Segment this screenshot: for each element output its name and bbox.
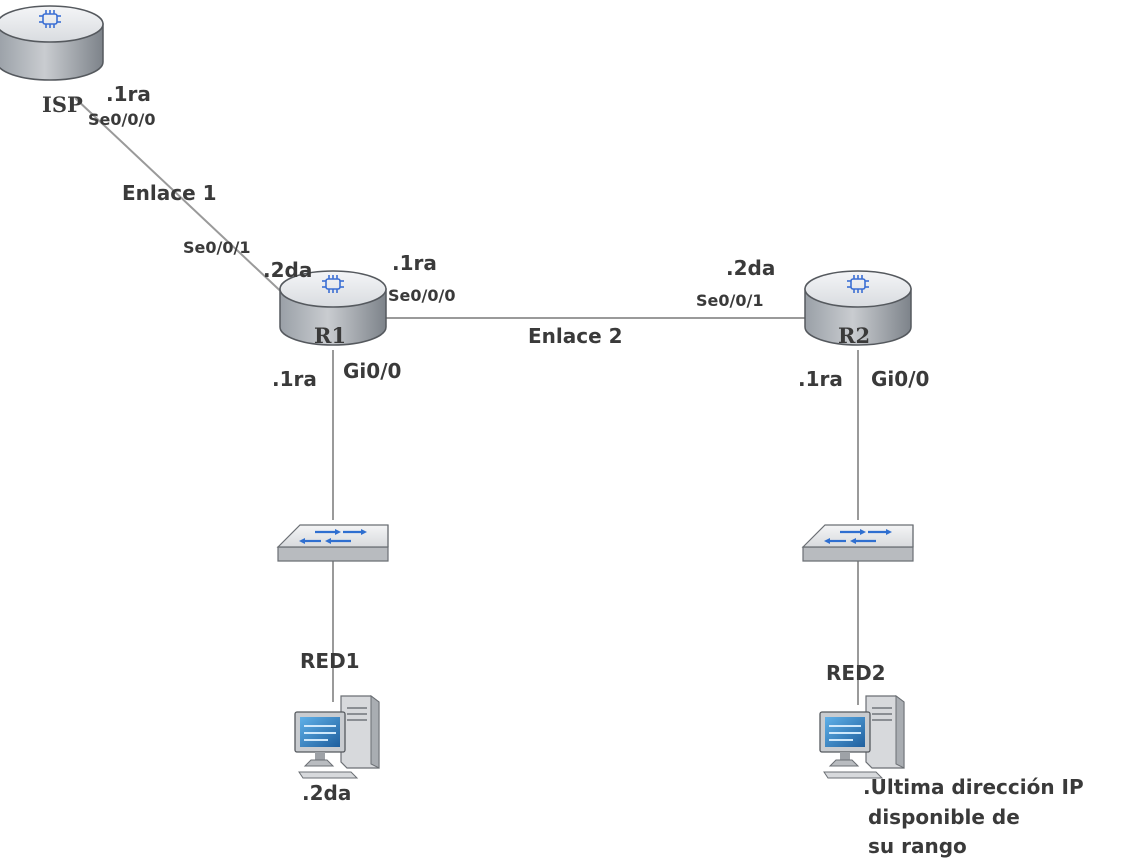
pc1-address-label: .2da: [302, 781, 351, 805]
r1-gi-interface-label: Gi0/0: [343, 359, 401, 383]
isp-address-label: .1ra: [106, 82, 151, 106]
r1-serial-interface-label: Se0/0/1: [183, 238, 250, 257]
r2-enlace2-address-label: .2da: [726, 256, 775, 280]
isp-label: ISP: [42, 92, 83, 117]
r2-label: R2: [838, 323, 870, 348]
r1-gi-address-label: .1ra: [272, 367, 317, 391]
r2-enlace2-interface-label: Se0/0/1: [696, 291, 763, 310]
r2-gi-interface-label: Gi0/0: [871, 367, 929, 391]
r1-serial-address-label: .2da: [263, 258, 312, 282]
switch-icon[interactable]: [801, 523, 915, 563]
switch-icon[interactable]: [276, 523, 390, 563]
r1-enlace2-address-label: .1ra: [392, 251, 437, 275]
desktop-pc-icon[interactable]: [819, 695, 905, 779]
desktop-pc-icon[interactable]: [294, 695, 380, 779]
r1-label: R1: [314, 323, 346, 348]
pc2-address-line-3: su rango: [868, 834, 967, 858]
enlace-1-label: Enlace 1: [122, 181, 217, 205]
r2-gi-address-label: .1ra: [798, 367, 843, 391]
router-icon[interactable]: [0, 5, 104, 81]
red2-label: RED2: [826, 661, 886, 685]
link-enlace-1: [74, 97, 291, 301]
enlace-2-label: Enlace 2: [528, 324, 623, 348]
red1-label: RED1: [300, 649, 360, 673]
isp-interface-label: Se0/0/0: [88, 110, 155, 129]
pc2-address-line-2: disponible de: [868, 805, 1020, 829]
r1-enlace2-interface-label: Se0/0/0: [388, 286, 455, 305]
pc2-address-line-1: .Ultima dirección IP: [863, 775, 1084, 799]
